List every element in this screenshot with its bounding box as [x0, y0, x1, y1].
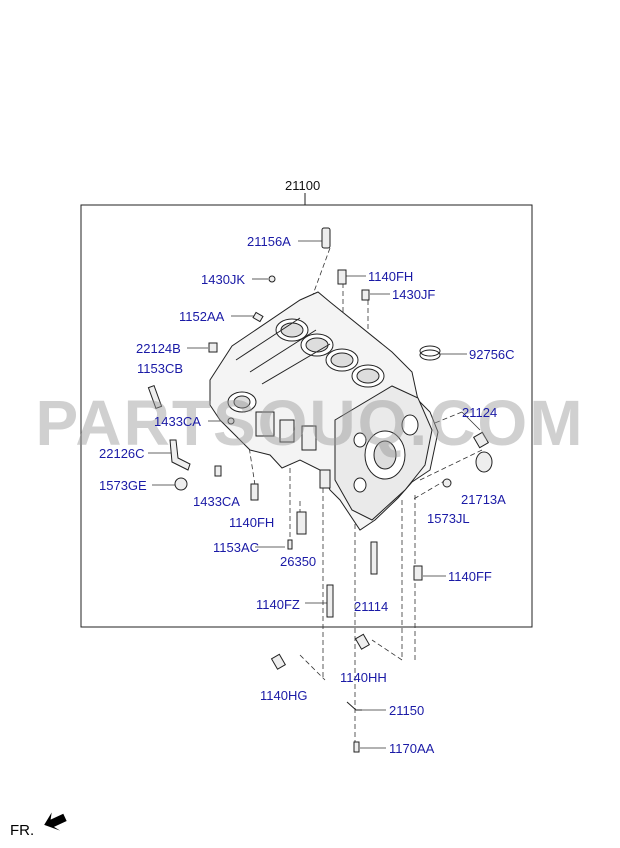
part-label-22124B[interactable]: 22124B	[136, 341, 181, 356]
part-label-1140FH-top[interactable]: 1140FH	[368, 269, 414, 284]
watermark: PARTSOUQ.COM	[35, 387, 585, 459]
bolt-1140FH-top	[337, 269, 347, 285]
pin-1153AC	[287, 539, 293, 550]
part-label-21114[interactable]: 21114	[354, 599, 389, 614]
plug-22124B	[208, 342, 218, 353]
part-label-21156A[interactable]: 21156A	[247, 234, 291, 249]
bolt-21114	[370, 541, 378, 575]
bracket-21150	[346, 701, 362, 711]
tube-22126C	[169, 439, 191, 471]
part-label-1140FH-bot[interactable]: 1140FH	[229, 515, 275, 530]
pin-1170AA	[353, 741, 360, 753]
plug-1573GE	[174, 477, 188, 491]
plug-21124	[472, 431, 490, 449]
part-label-26350[interactable]: 26350	[280, 554, 317, 569]
bolt-1140FZ	[326, 584, 334, 618]
part-label-92756C[interactable]: 92756C	[469, 347, 515, 362]
part-label-1153AC[interactable]: 1153AC	[213, 540, 260, 555]
plug-21713A	[475, 451, 493, 473]
sensor-26350	[296, 511, 307, 535]
engine-block-illustration	[209, 291, 439, 531]
part-label-1152AA[interactable]: 1152AA	[179, 309, 225, 324]
pin-1152AA	[252, 311, 264, 323]
pin-1433CA-a	[227, 417, 235, 425]
pin-1430JF	[361, 289, 370, 301]
part-label-1573GE[interactable]: 1573GE	[99, 478, 147, 493]
assembly-frame	[80, 193, 533, 628]
part-label-1140HG[interactable]: 1140HG	[260, 688, 308, 703]
bolt-1140FH-bot	[250, 483, 259, 501]
bolt-1140FF	[413, 565, 423, 581]
assembly-number: 21100	[285, 178, 321, 193]
pin-1430JK	[268, 275, 276, 283]
front-direction-label: FR.	[10, 822, 35, 839]
part-icons	[147, 227, 493, 753]
oring-92756C	[419, 345, 441, 357]
bolt-1140HG	[270, 653, 287, 670]
part-label-1573JL[interactable]: 1573JL	[427, 511, 470, 526]
part-label-1153CB[interactable]: 1153CB	[137, 361, 184, 376]
part-label-1430JF[interactable]: 1430JF	[392, 287, 436, 302]
stud-21156A	[321, 227, 331, 249]
part-label-1140HH[interactable]: 1140HH	[340, 670, 387, 685]
part-label-1170AA[interactable]: 1170AA	[389, 741, 435, 756]
part-label-1433CA-a[interactable]: 1433CA	[154, 414, 201, 429]
part-label-1140FF[interactable]: 1140FF	[448, 569, 492, 584]
part-label-21150[interactable]: 21150	[389, 703, 425, 718]
pin-1153CB	[147, 384, 163, 410]
part-label-21713A[interactable]: 21713A	[461, 492, 506, 507]
front-direction-arrow-icon	[44, 812, 67, 831]
part-label-1140FZ[interactable]: 1140FZ	[256, 597, 300, 612]
part-label-1430JK[interactable]: 1430JK	[201, 272, 246, 287]
part-label-22126C[interactable]: 22126C	[99, 446, 145, 461]
part-label-1433CA-b[interactable]: 1433CA	[193, 494, 240, 509]
pin-1433CA-b	[214, 465, 222, 477]
bolt-1140HH	[354, 633, 371, 650]
plug-1573JL	[442, 478, 452, 488]
part-label-21124[interactable]: 21124	[462, 405, 498, 420]
